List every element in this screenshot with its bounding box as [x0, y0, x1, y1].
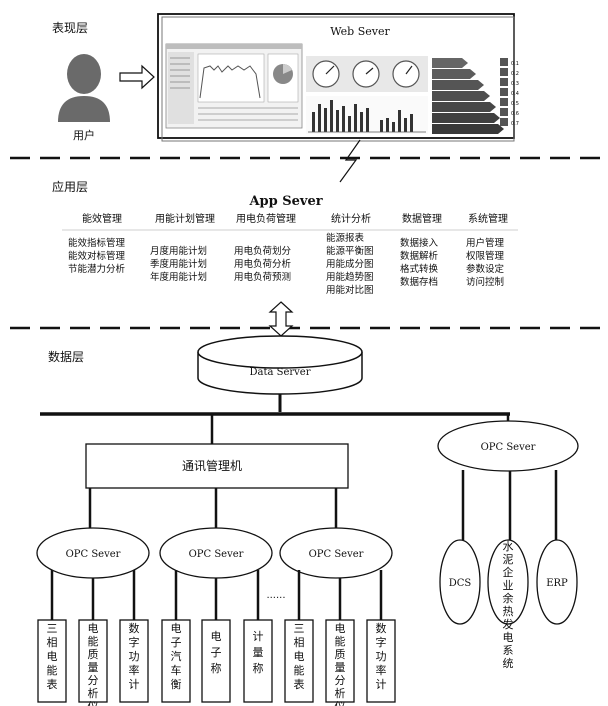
web-server-title: Web Sever [330, 25, 390, 38]
comm-manager-label: 通讯管理机 [182, 458, 242, 473]
system-label: DCS [449, 578, 472, 589]
module-item: 能效对标管理 [68, 250, 126, 262]
system-label: ERP [546, 578, 568, 589]
opc-server-label: OPC Sever [481, 442, 536, 453]
device-label: 数字功率计 [376, 622, 387, 691]
data-server-cylinder [198, 336, 362, 394]
application-layer-label: 应用层 [52, 179, 88, 194]
user-label: 用户 [73, 128, 95, 142]
app-server-title: App Sever [248, 194, 322, 209]
device-label: 计量称 [253, 630, 264, 675]
module-item: 能效指标管理 [68, 237, 126, 249]
module-item: 格式转换 [400, 263, 439, 275]
data-server-label: Data Server [249, 367, 310, 378]
opc-server-label: OPC Sever [66, 549, 121, 560]
module-items: 能效指标管理 能效对标管理 节能潜力分析 月度用能计划 季度用能计划 年度用能计… [68, 232, 505, 296]
module-item: 年度用能计划 [150, 271, 207, 283]
module-item: 季度用能计划 [150, 258, 207, 270]
device-label: 电子称 [211, 630, 222, 675]
presentation-layer-label: 表现层 [52, 21, 88, 35]
system-label: 水泥企业余热发电系统 [503, 540, 514, 670]
module-title: 用电负荷管理 [236, 212, 296, 225]
module-item: 访问控制 [466, 276, 504, 288]
legend-label: 0.6 [511, 111, 519, 117]
arrow-right-icon [120, 66, 154, 88]
lightning-link-icon [340, 140, 360, 182]
device-label: 三相电能表 [47, 622, 58, 691]
module-title: 用能计划管理 [155, 212, 215, 225]
device-label: 电能质量分析仪 [88, 622, 99, 706]
device-label: 电子汽车衡 [171, 622, 182, 691]
data-layer-label: 数据层 [48, 349, 84, 364]
module-item: 用户管理 [466, 237, 505, 249]
module-headers: 能效管理 用能计划管理 用电负荷管理 统计分析 数据管理 系统管理 [82, 212, 508, 225]
module-item: 用电负荷划分 [234, 245, 292, 257]
legend-label: 0.1 [511, 61, 519, 67]
ellipsis-label: ...... [266, 590, 285, 601]
opc-server-label: OPC Sever [189, 549, 244, 560]
opc-server-label: OPC Sever [309, 549, 364, 560]
bar-chart-thumbnail [306, 96, 428, 134]
gauge-panel [306, 56, 428, 92]
legend-label: 0.4 [511, 91, 519, 97]
module-item: 数据接入 [400, 237, 439, 249]
module-title: 统计分析 [331, 212, 371, 225]
legend-label: 0.5 [511, 101, 519, 107]
legend-label: 0.3 [511, 81, 519, 87]
module-item: 节能潜力分析 [68, 263, 126, 275]
web-server-panel: Web Sever [158, 14, 519, 141]
user-icon [58, 54, 110, 122]
module-item: 用电负荷分析 [234, 258, 292, 270]
module-item: 用电负荷预测 [234, 271, 291, 283]
module-item: 用能趋势图 [326, 271, 374, 283]
module-item: 用能成分图 [326, 258, 374, 270]
module-item: 数据解析 [400, 250, 439, 262]
module-item: 权限管理 [466, 250, 505, 262]
module-title: 能效管理 [82, 212, 122, 225]
legend-label: 0.2 [511, 71, 519, 77]
dashboard-screenshot [166, 44, 302, 128]
module-title: 数据管理 [402, 212, 442, 225]
module-item: 能源报表 [326, 232, 365, 244]
module-item: 数据存档 [400, 276, 438, 288]
device-label: 电能质量分析仪 [335, 622, 346, 706]
device-label: 三相电能表 [294, 622, 305, 691]
module-item: 月度用能计划 [150, 245, 207, 257]
device-label: 数字功率计 [129, 622, 140, 691]
module-item: 用能对比图 [326, 284, 374, 296]
module-item: 能源平衡图 [326, 245, 374, 257]
legend-label: 0.7 [511, 121, 519, 127]
module-item: 参数设定 [466, 263, 505, 275]
double-arrow-icon [270, 302, 292, 336]
module-title: 系统管理 [468, 212, 508, 225]
